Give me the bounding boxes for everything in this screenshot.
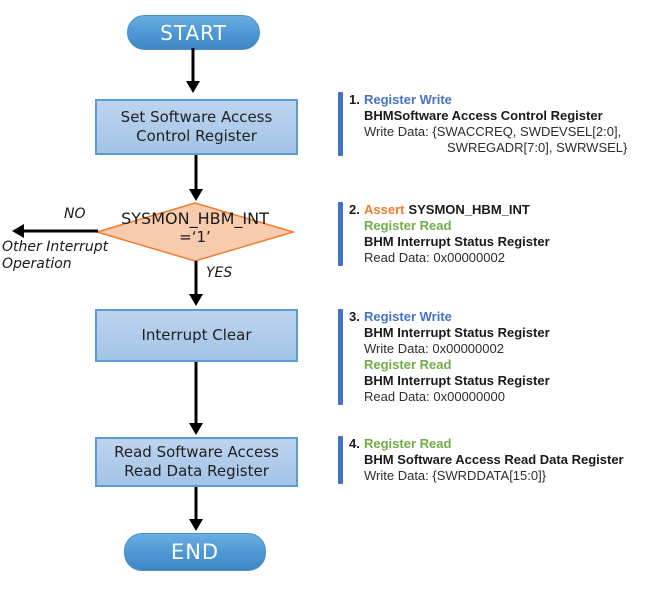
register-read-heading: Register Read <box>364 436 452 451</box>
arrow-shaft <box>191 48 195 83</box>
process-line: Set Software Access <box>120 108 273 126</box>
register-name: BHM Interrupt Status Register <box>364 373 550 388</box>
register-name: BHM Interrupt Status Register <box>364 234 550 249</box>
arrow-head-icon <box>186 81 200 93</box>
decision-line2: =‘1’ <box>179 228 211 246</box>
no-branch-caption-line2: Operation <box>2 256 72 272</box>
arrow-start-to-set-register <box>186 48 200 93</box>
annotation-step-4: 4. Register Read BHM Software Access Rea… <box>338 436 624 484</box>
arrow-read-register-to-end <box>189 487 203 531</box>
arrow-head-icon <box>12 224 24 238</box>
annotation-step-3: 3. Register Write BHM Interrupt Status R… <box>338 309 550 405</box>
annotation-bar <box>338 309 343 405</box>
data-value-line: Read Data: 0x00000002 <box>364 250 505 265</box>
arrow-head-icon <box>189 294 203 306</box>
process-read-software-access-read-data-register: Read Software Access Read Data Register <box>95 437 298 487</box>
annotation-bar <box>338 436 343 484</box>
annotation-step-1: 1. Register Write BHMSoftware Access Con… <box>338 92 627 156</box>
annotation-number: 4. <box>349 436 360 451</box>
register-write-heading: Register Write <box>364 92 452 107</box>
process-line: Read Software Access <box>114 443 279 461</box>
assert-keyword: Assert <box>364 202 405 217</box>
annotation-number: 3. <box>349 309 360 324</box>
register-write-heading: Register Write <box>364 309 452 324</box>
decision-label: SYSMON_HBM_INT =‘1’ <box>95 209 295 246</box>
start-label: START <box>160 20 227 45</box>
arrow-set-register-to-decision <box>189 155 203 201</box>
arrow-shaft <box>194 362 198 425</box>
arrow-decision-no-branch <box>12 224 98 238</box>
arrow-head-icon <box>189 519 203 531</box>
annotation-text: Register Write BHMSoftware Access Contro… <box>364 92 627 156</box>
end-label: END <box>170 540 220 564</box>
process-line: Interrupt Clear <box>141 326 252 344</box>
end-terminator: END <box>124 533 266 571</box>
arrow-shaft <box>22 229 98 233</box>
data-value-line: Write Data: {SWACCREQ, SWDEVSEL[2:0], <box>364 124 622 139</box>
arrow-shaft <box>194 487 198 521</box>
start-terminator: START <box>127 15 260 50</box>
data-value-line: Read Data: 0x00000000 <box>364 389 505 404</box>
arrow-head-icon <box>189 189 203 201</box>
register-name: BHM Software Access Read Data Register <box>364 452 624 467</box>
register-read-heading: Register Read <box>364 357 452 372</box>
annotation-number: 1. <box>349 92 360 107</box>
arrow-decision-yes-branch <box>189 261 203 306</box>
data-value-line: Write Data: {SWRDDATA[15:0]} <box>364 468 547 483</box>
process-line: Control Register <box>136 127 257 145</box>
register-read-heading: Register Read <box>364 218 452 233</box>
process-set-software-access-control-register: Set Software Access Control Register <box>95 99 298 155</box>
data-value-line: Write Data: 0x00000002 <box>364 341 504 356</box>
process-interrupt-clear: Interrupt Clear <box>95 309 298 362</box>
annotation-bar <box>338 92 343 156</box>
arrow-shaft <box>194 155 198 191</box>
assert-signal: SYSMON_HBM_INT <box>408 202 530 217</box>
register-name: BHM Interrupt Status Register <box>364 325 550 340</box>
data-value-line: SWREGADR[7:0], SWRWSEL} <box>447 140 628 155</box>
yes-label: YES <box>206 265 233 281</box>
annotation-bar <box>338 202 343 266</box>
annotation-text: Register Read BHM Software Access Read D… <box>364 436 624 484</box>
process-line: Read Data Register <box>124 462 269 480</box>
annotation-text: Register Write BHM Interrupt Status Regi… <box>364 309 550 405</box>
register-name: BHMSoftware Access Control Register <box>364 108 603 123</box>
no-label: NO <box>64 206 86 222</box>
decision-line1: SYSMON_HBM_INT <box>121 209 269 228</box>
arrow-interrupt-clear-to-read-register <box>189 362 203 435</box>
arrow-head-icon <box>189 423 203 435</box>
no-branch-caption-line1: Other Interrupt <box>2 239 109 255</box>
annotation-number: 2. <box>349 202 360 217</box>
arrow-shaft <box>194 261 198 296</box>
